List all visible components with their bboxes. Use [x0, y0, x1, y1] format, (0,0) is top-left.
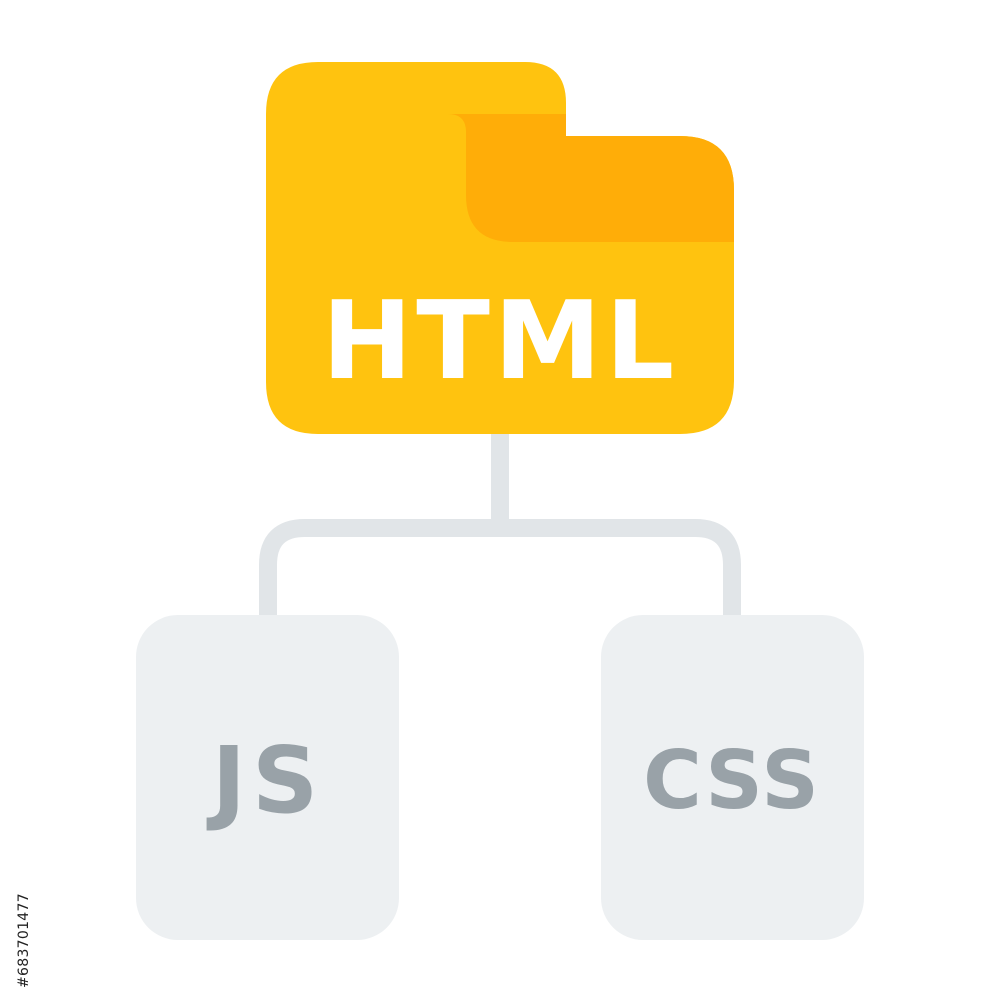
js-label: JS [206, 727, 325, 834]
css-file-card [601, 615, 864, 940]
connector-lines [259, 421, 741, 624]
stock-id-watermark: #683701477 [16, 746, 246, 988]
folder-flap [392, 114, 734, 242]
html-folder-icon: HTML [266, 62, 734, 434]
connector-right-branch [491, 519, 741, 624]
css-label: CSS [643, 734, 821, 827]
html-label: HTML [322, 279, 678, 404]
stock-id-text: #683701477 [16, 893, 32, 988]
css-file-icon: CSS [601, 615, 864, 940]
js-file-card [136, 615, 399, 940]
connector-left-branch [259, 519, 509, 624]
js-file-icon: JS [136, 615, 399, 940]
